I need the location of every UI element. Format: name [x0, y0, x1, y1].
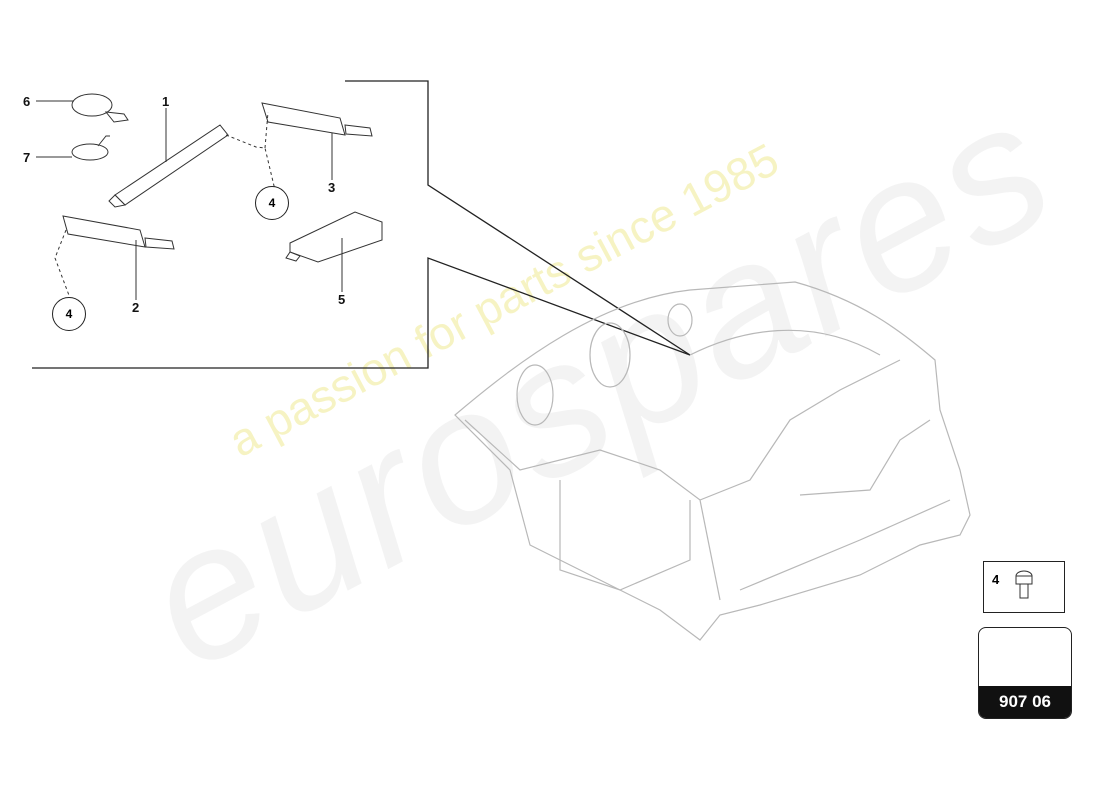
screw-icon [1015, 570, 1033, 599]
part-label-5: 5 [338, 292, 346, 307]
part-label-2: 2 [132, 300, 140, 315]
part-label-7: 7 [23, 150, 31, 165]
part-3-antenna [261, 102, 373, 137]
part-label-6: 6 [23, 94, 31, 109]
part-7-gasket [71, 135, 110, 161]
part-label-1: 1 [162, 94, 170, 109]
part-label-3: 3 [328, 180, 336, 195]
legend-box: 4 [983, 561, 1065, 613]
part-2-antenna [62, 215, 175, 250]
page-code: 907 06 [979, 686, 1071, 718]
car-body-shell [454, 281, 971, 641]
page-navigation-button[interactable]: 907 06 [978, 627, 1072, 719]
circled-ref-4: 4 [52, 297, 86, 331]
part-5-control-unit [285, 211, 383, 263]
part-1-antenna [108, 124, 229, 208]
circled-ref-4: 4 [255, 186, 289, 220]
part-6-sensor [71, 93, 129, 123]
legend-part-number: 4 [992, 572, 1000, 587]
